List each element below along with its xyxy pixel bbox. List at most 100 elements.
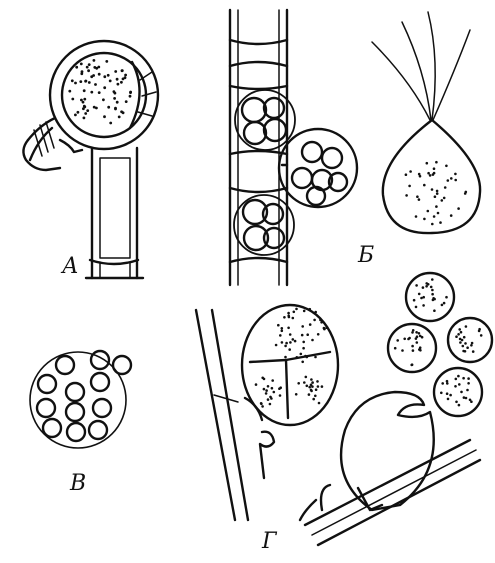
stipple-dot <box>295 308 298 311</box>
stipple-dot <box>292 317 295 320</box>
stipple-dot <box>283 316 286 319</box>
stipple-dot <box>94 83 97 86</box>
stipple-dot <box>463 336 466 339</box>
stipple-dot <box>457 375 460 378</box>
stipple-dot <box>323 327 326 330</box>
stipple-dot <box>273 391 276 394</box>
stipple-dot <box>114 92 117 95</box>
stipple-dot <box>289 341 292 344</box>
stipple-dot <box>301 361 304 364</box>
stipple-dot <box>304 355 307 358</box>
stipple-dot <box>436 192 439 195</box>
stipple-dot <box>394 347 397 350</box>
stipple-dot <box>470 344 473 347</box>
stipple-dot <box>470 400 473 403</box>
stipple-dot <box>87 69 90 72</box>
stipple-dot <box>416 341 419 344</box>
stipple-dot <box>83 89 86 92</box>
stipple-dot <box>396 339 399 342</box>
stipple-dot <box>118 116 121 119</box>
stipple-dot <box>306 385 309 388</box>
stipple-dot <box>313 319 316 322</box>
stipple-dot <box>443 197 446 200</box>
stipple-dot <box>410 364 413 367</box>
stipple-dot <box>458 328 461 331</box>
stipple-dot <box>316 380 319 383</box>
stipple-dot <box>287 315 290 318</box>
stipple-dot <box>275 344 278 347</box>
stipple-dot <box>431 278 434 281</box>
stipple-dot <box>436 190 439 193</box>
stipple-dot <box>411 345 414 348</box>
stipple-dot <box>462 345 465 348</box>
stipple-dot <box>121 69 124 72</box>
stipple-dot <box>423 218 426 221</box>
stipple-dot <box>467 377 470 380</box>
stipple-dot <box>435 205 438 208</box>
stipple-dot <box>93 59 96 62</box>
stipple-dot <box>412 329 415 332</box>
stipple-dot <box>472 350 475 353</box>
stipple-dot <box>447 179 450 182</box>
stipple-dot <box>82 101 85 104</box>
stipple-dot <box>433 167 436 170</box>
stipple-dot <box>86 109 89 112</box>
stipple-dot <box>271 387 274 390</box>
stipple-dot <box>114 70 117 73</box>
stipple-dot <box>408 337 411 340</box>
stipple-dot <box>83 98 86 101</box>
stipple-dot <box>431 188 434 191</box>
stipple-dot <box>419 349 422 352</box>
stipple-dot <box>320 321 323 324</box>
stipple-dot <box>86 66 89 69</box>
stipple-dot <box>460 391 463 394</box>
stipple-dot <box>287 327 290 330</box>
stipple-dot <box>308 393 311 396</box>
stipple-dot <box>107 74 110 77</box>
stipple-dot <box>303 381 306 384</box>
stipple-dot <box>415 284 418 287</box>
stipple-dot <box>95 107 98 110</box>
stipple-dot <box>74 114 77 117</box>
stipple-dot <box>419 335 422 338</box>
stipple-dot <box>425 282 428 285</box>
stipple-dot <box>309 308 312 311</box>
stipple-dot <box>129 91 132 94</box>
stipple-dot <box>310 378 313 381</box>
stipple-dot <box>416 195 419 198</box>
stipple-dot <box>413 299 416 302</box>
stipple-dot <box>431 293 434 296</box>
stipple-dot <box>297 382 300 385</box>
stipple-dot <box>454 385 457 388</box>
stipple-dot <box>314 356 317 359</box>
stipple-dot <box>454 173 457 176</box>
panel-a-dots <box>68 59 132 124</box>
stipple-dot <box>457 207 460 210</box>
stipple-dot <box>412 349 415 352</box>
stipple-dot <box>461 339 464 342</box>
stipple-dot <box>284 356 287 359</box>
stipple-dot <box>445 296 448 299</box>
stipple-dot <box>416 335 419 338</box>
stipple-dot <box>311 385 314 388</box>
stipple-dot <box>85 80 88 83</box>
stipple-dot <box>301 334 304 337</box>
stipple-dot <box>445 165 448 168</box>
stipple-dot <box>71 98 74 101</box>
stipple-dot <box>90 75 93 78</box>
stipple-dot <box>450 214 453 217</box>
stipple-dot <box>271 379 274 382</box>
stipple-dot <box>458 383 461 386</box>
stipple-dot <box>433 215 436 218</box>
stipple-dot <box>462 377 465 380</box>
stipple-dot <box>423 184 426 187</box>
stipple-dot <box>466 389 469 392</box>
stipple-dot <box>467 382 470 385</box>
stipple-dot <box>301 325 304 328</box>
stipple-dot <box>300 353 303 356</box>
stipple-dot <box>279 334 282 337</box>
stipple-dot <box>103 86 106 89</box>
stipple-dot <box>455 378 458 381</box>
stipple-dot <box>265 389 268 392</box>
stipple-dot <box>465 397 468 400</box>
